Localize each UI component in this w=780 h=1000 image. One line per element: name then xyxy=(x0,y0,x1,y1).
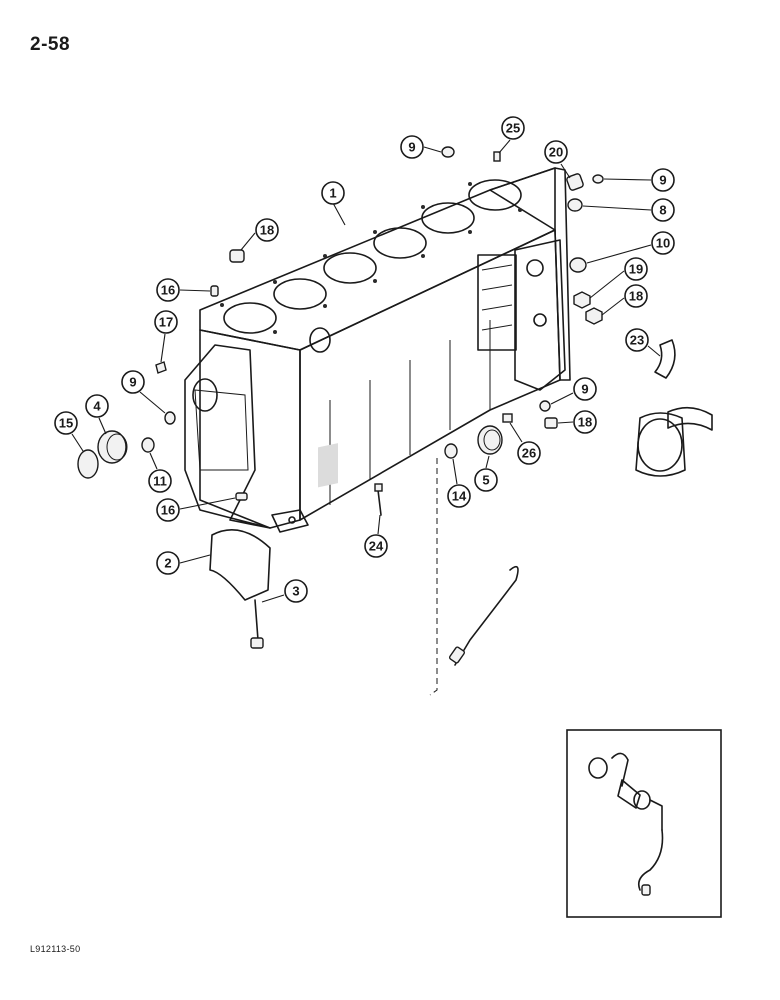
callout-5: 5 xyxy=(474,468,498,492)
callout-18-right: 18 xyxy=(624,284,648,308)
callout-9-top: 9 xyxy=(400,135,424,159)
callout-19: 19 xyxy=(624,257,648,281)
callout-14: 14 xyxy=(447,484,471,508)
leader-lines xyxy=(71,139,661,603)
callout-9-right: 9 xyxy=(651,168,675,192)
callout-2: 2 xyxy=(156,551,180,575)
callout-24: 24 xyxy=(364,534,388,558)
svg-text:18: 18 xyxy=(578,415,592,430)
svg-text:16: 16 xyxy=(161,283,175,298)
svg-text:1: 1 xyxy=(329,186,336,201)
svg-text:20: 20 xyxy=(549,145,563,160)
cylinder-block xyxy=(184,167,571,533)
svg-text:23: 23 xyxy=(630,333,644,348)
svg-text:11: 11 xyxy=(153,474,167,489)
svg-text:2: 2 xyxy=(164,556,171,571)
callout-16-lower: 16 xyxy=(156,498,180,522)
callout-3: 3 xyxy=(284,579,308,603)
cylinder-bores xyxy=(223,179,522,334)
callout-25: 25 xyxy=(501,116,525,140)
svg-text:24: 24 xyxy=(369,539,384,554)
callout-10: 10 xyxy=(651,231,675,255)
svg-text:9: 9 xyxy=(659,173,666,188)
page-number: 2-58 xyxy=(30,34,71,55)
svg-text:18: 18 xyxy=(260,223,274,238)
callout-16-upper: 16 xyxy=(156,278,180,302)
svg-text:15: 15 xyxy=(59,416,73,431)
svg-text:25: 25 xyxy=(506,121,520,136)
svg-text:4: 4 xyxy=(93,399,101,414)
callout-9-lower-right: 9 xyxy=(573,377,597,401)
callout-4: 4 xyxy=(85,394,109,418)
callout-11: 11 xyxy=(148,469,172,493)
svg-text:26: 26 xyxy=(522,446,536,461)
svg-text:3: 3 xyxy=(292,584,299,599)
svg-text:17: 17 xyxy=(159,315,173,330)
plugs-and-fittings xyxy=(77,146,713,696)
callout-1: 1 xyxy=(321,181,345,205)
callout-18-top: 18 xyxy=(255,218,279,242)
svg-text:10: 10 xyxy=(656,236,670,251)
figure-code: L912113-50 xyxy=(30,944,81,954)
svg-text:9: 9 xyxy=(129,375,136,390)
svg-text:16: 16 xyxy=(161,503,175,518)
svg-text:18: 18 xyxy=(629,289,643,304)
svg-text:8: 8 xyxy=(659,203,666,218)
callout-17: 17 xyxy=(154,310,178,334)
svg-text:14: 14 xyxy=(452,489,467,504)
callout-8: 8 xyxy=(651,198,675,222)
callout-20: 20 xyxy=(544,140,568,164)
callout-26: 26 xyxy=(517,441,541,465)
svg-text:9: 9 xyxy=(408,140,415,155)
svg-text:5: 5 xyxy=(482,473,489,488)
callout-18-lower-right: 18 xyxy=(573,410,597,434)
svg-text:19: 19 xyxy=(629,262,643,277)
callout-23: 23 xyxy=(625,328,649,352)
svg-text:9: 9 xyxy=(581,382,588,397)
inset-detail-box xyxy=(566,729,722,918)
callout-15: 15 xyxy=(54,411,78,435)
callout-9-left: 9 xyxy=(121,370,145,394)
